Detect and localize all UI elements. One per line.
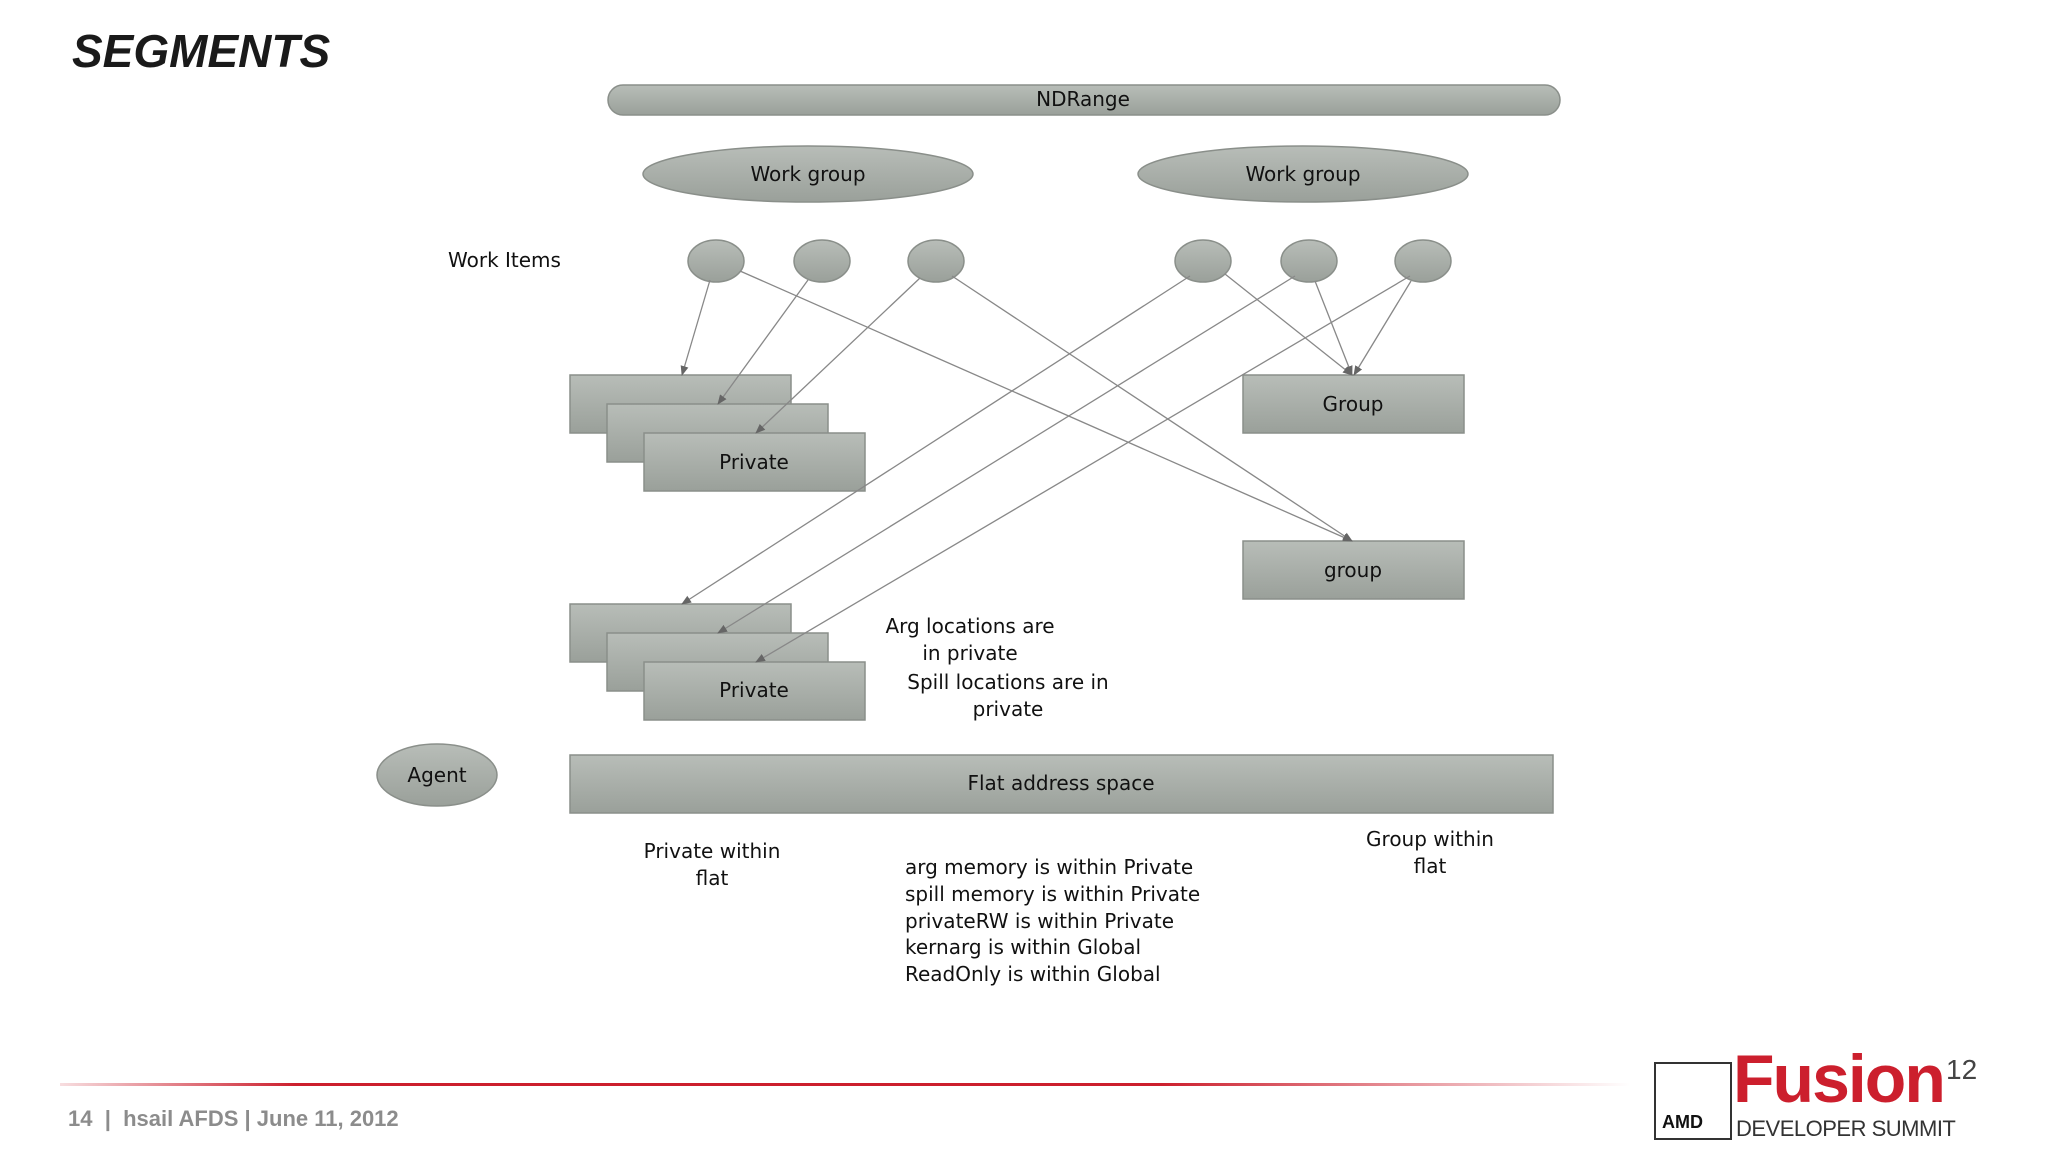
private-within-line-1: Private within bbox=[644, 839, 781, 863]
private-top-label: Private bbox=[719, 450, 789, 474]
group-top-label: Group bbox=[1323, 392, 1384, 416]
arrow-item3-group bbox=[951, 275, 1353, 542]
private-within-note: Private within flat bbox=[644, 839, 781, 890]
arrow-item5-group bbox=[1224, 273, 1353, 376]
spill-note-line-2: private bbox=[973, 697, 1044, 721]
work-group-left-label: Work group bbox=[750, 162, 865, 186]
footer-text: 14 | hsail AFDS | June 11, 2012 bbox=[68, 1106, 399, 1131]
arrow-item3-private bbox=[755, 277, 921, 434]
work-group-right: Work group bbox=[1137, 145, 1469, 203]
developer-summit-text: DEVELOPER SUMMIT bbox=[1736, 1116, 1956, 1141]
work-item-4 bbox=[1174, 239, 1232, 283]
amd-logo-text: AMD bbox=[1662, 1112, 1703, 1132]
private-bottom-label: Private bbox=[719, 678, 789, 702]
memory-note-line: spill memory is within Private bbox=[905, 882, 1200, 906]
arrow-item6-group bbox=[1314, 280, 1353, 376]
memory-note-line: kernarg is within Global bbox=[905, 935, 1141, 959]
private-within-line-2: flat bbox=[696, 866, 729, 890]
amd-logo-box bbox=[1654, 1062, 1732, 1140]
group-within-line-1: Group within bbox=[1366, 827, 1494, 851]
memory-notes: arg memory is within Private spill memor… bbox=[905, 855, 1200, 986]
memory-note-line: ReadOnly is within Global bbox=[905, 962, 1161, 986]
arrow-item6-private bbox=[755, 275, 1411, 663]
arrow-item4-private bbox=[681, 275, 1191, 605]
arg-note: Arg locations are in private bbox=[885, 614, 1054, 665]
memory-note-line: privateRW is within Private bbox=[905, 909, 1174, 933]
private-stack-top bbox=[569, 374, 866, 492]
group-bottom-label: group bbox=[1324, 558, 1382, 582]
work-group-right-label: Work group bbox=[1245, 162, 1360, 186]
work-items bbox=[687, 239, 1452, 283]
arrow-item2-group bbox=[739, 270, 1353, 542]
arg-note-line-1: Arg locations are bbox=[885, 614, 1054, 638]
group-box-bottom: group bbox=[1242, 540, 1465, 600]
flat-address-space: Flat address space bbox=[569, 754, 1554, 814]
arg-note-line-2: in private bbox=[922, 641, 1017, 665]
work-item-2 bbox=[793, 239, 851, 283]
work-item-6 bbox=[1394, 239, 1452, 283]
flat-label: Flat address space bbox=[967, 771, 1154, 795]
work-item-3 bbox=[907, 239, 965, 283]
memory-note-line: arg memory is within Private bbox=[905, 855, 1193, 879]
agent: Agent bbox=[376, 743, 498, 807]
private-stack-bottom bbox=[569, 603, 866, 721]
group-within-line-2: flat bbox=[1414, 854, 1447, 878]
work-items-label: Work Items bbox=[448, 248, 561, 272]
arrows bbox=[680, 270, 1412, 663]
work-group-left: Work group bbox=[642, 145, 974, 203]
fusion-logo-text: Fusion bbox=[1733, 1041, 1946, 1117]
arrow-item5-private bbox=[717, 275, 1296, 634]
arrow-item2-private bbox=[717, 279, 809, 405]
slide-title: SEGMENTS bbox=[72, 25, 331, 77]
footer-divider bbox=[60, 1083, 1630, 1086]
agent-label: Agent bbox=[407, 763, 466, 787]
arrow-item6b-group bbox=[1353, 280, 1412, 376]
arrow-item1-private bbox=[680, 279, 711, 376]
group-within-note: Group within flat bbox=[1366, 827, 1494, 878]
work-item-1 bbox=[687, 239, 745, 283]
group-box-top: Group bbox=[1242, 374, 1465, 434]
ndrange-label: NDRange bbox=[1036, 87, 1130, 111]
fusion-superscript: 12 bbox=[1946, 1054, 1978, 1085]
spill-note-line-1: Spill locations are in bbox=[907, 670, 1108, 694]
spill-note: Spill locations are in private bbox=[907, 670, 1108, 721]
ndrange-bar: NDRange bbox=[607, 84, 1561, 116]
work-item-5 bbox=[1280, 239, 1338, 283]
